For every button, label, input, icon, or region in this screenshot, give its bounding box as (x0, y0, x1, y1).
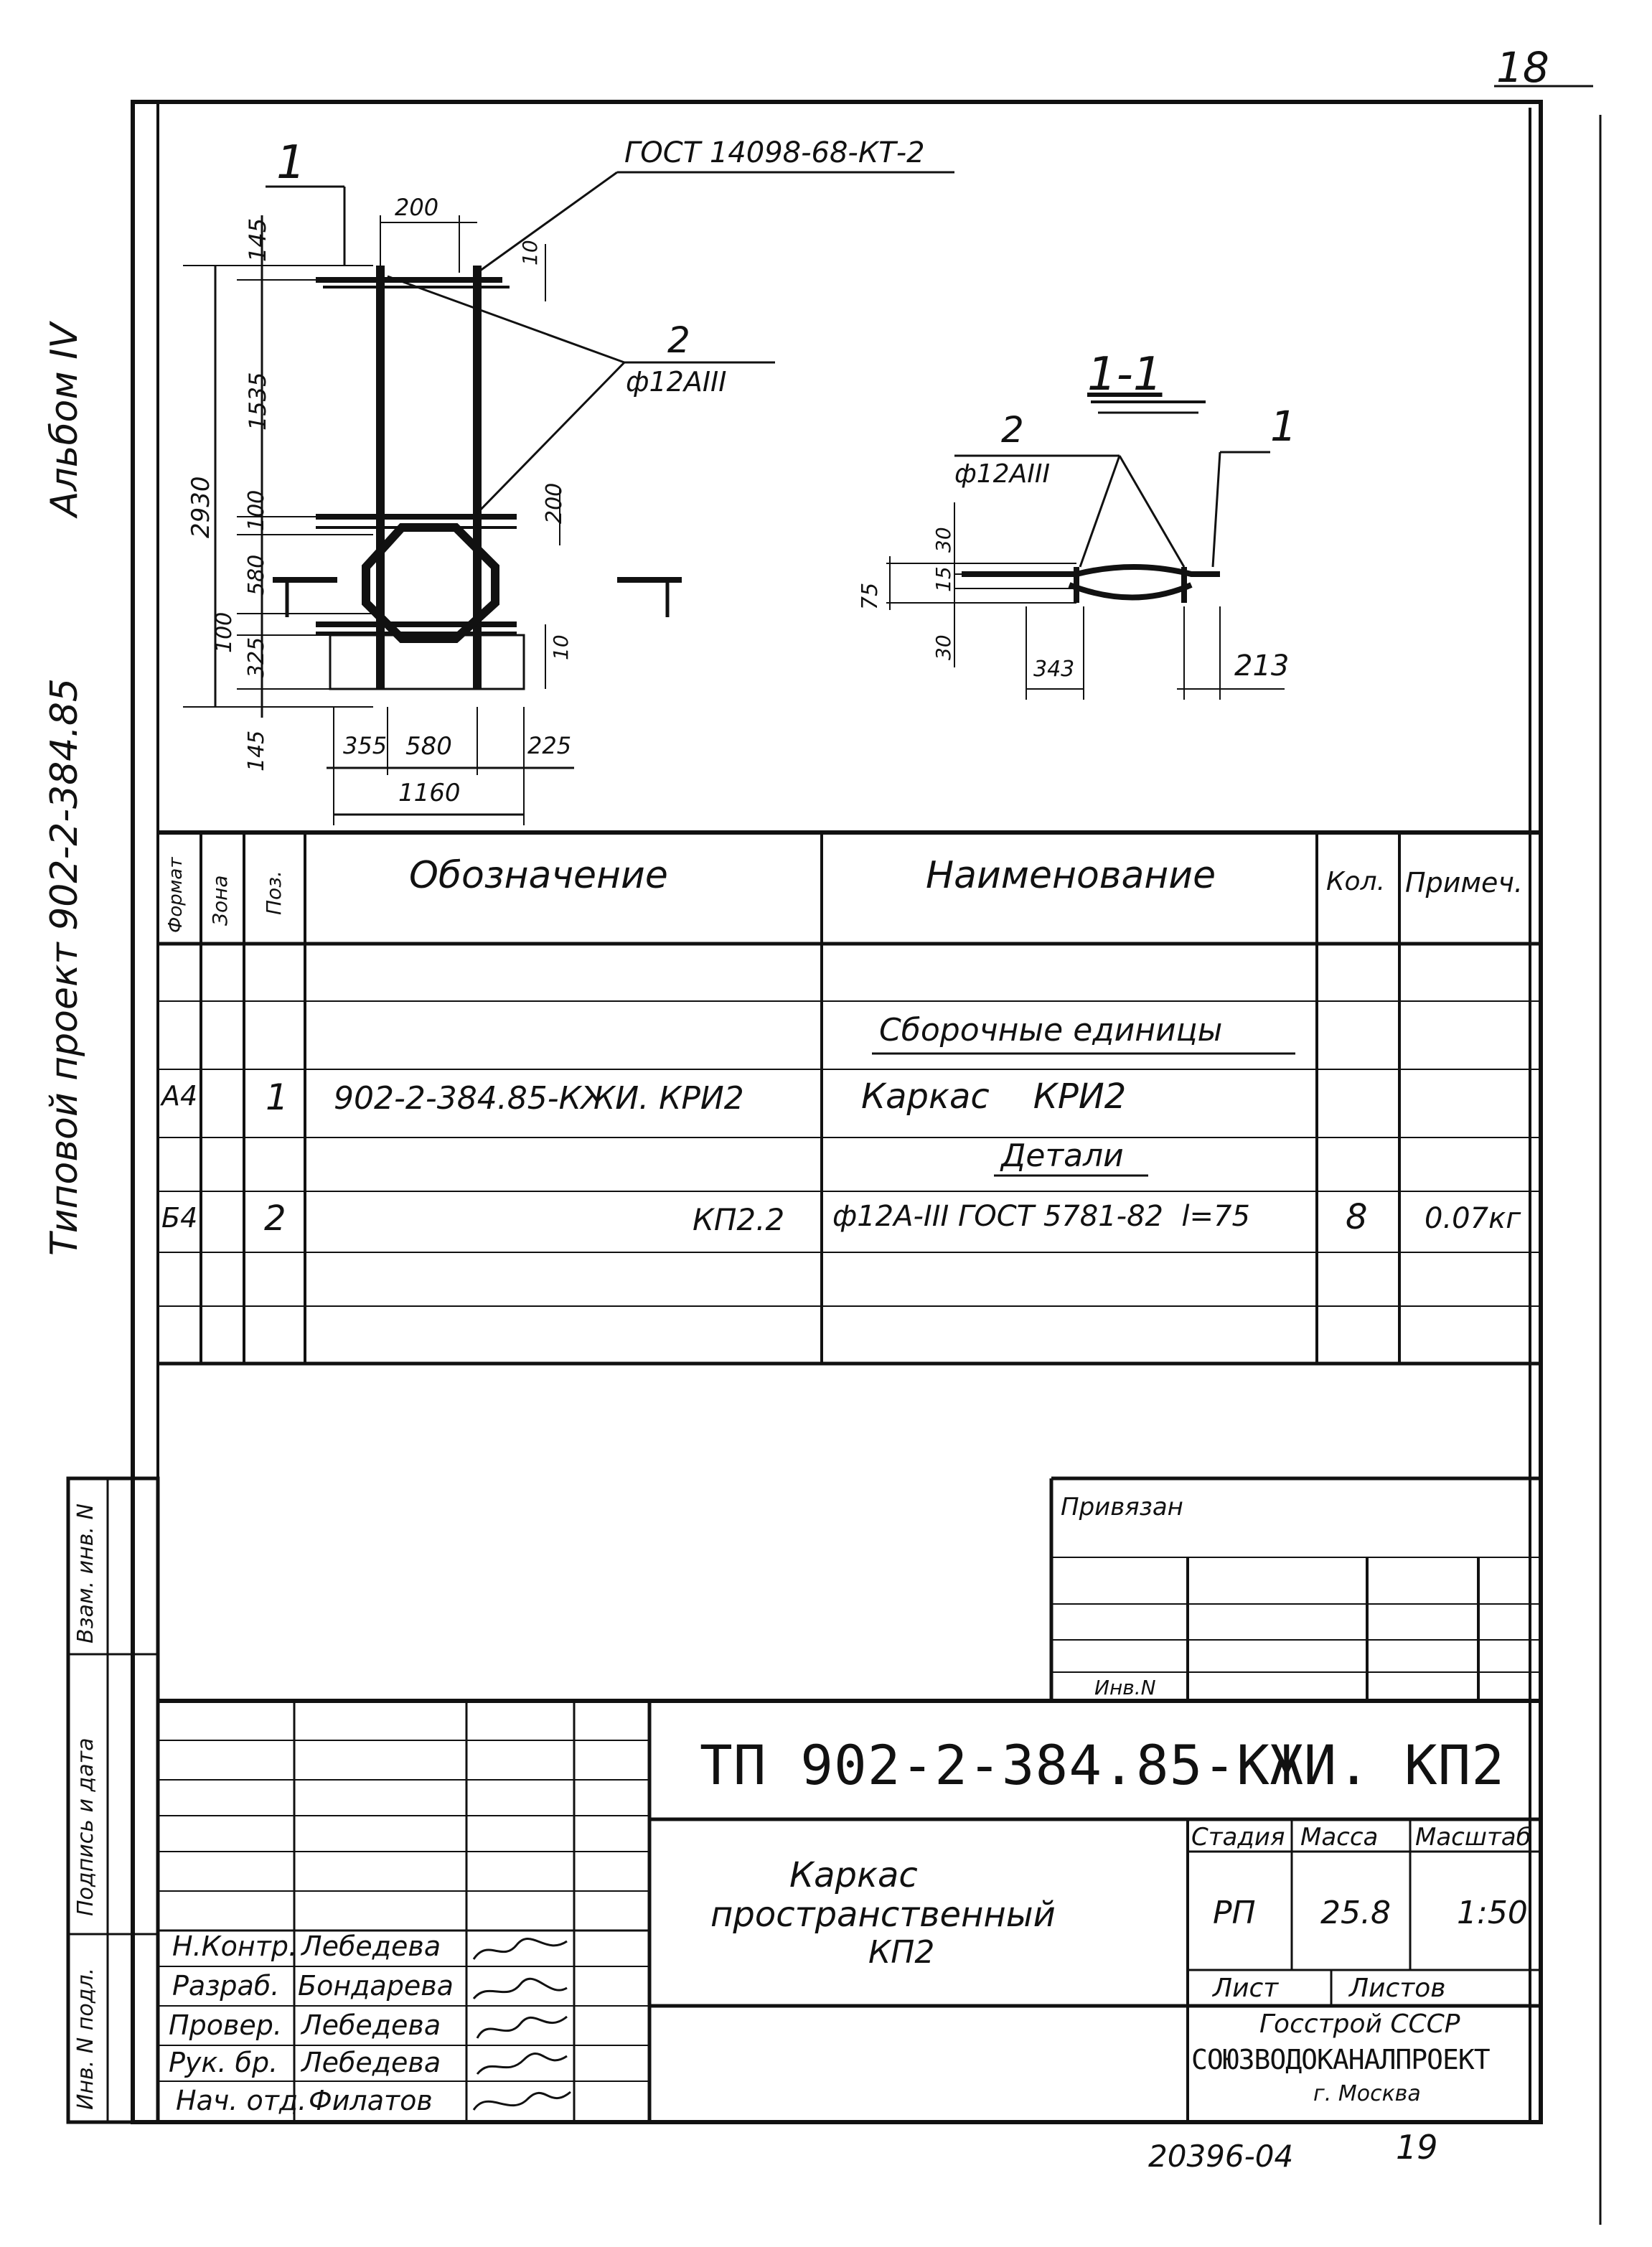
row1-name: Каркас КРИ2 (861, 1076, 1127, 1117)
side-inv-replace: Взам. инв. N (73, 1504, 98, 1643)
side-stamp-lines (66, 1476, 160, 2124)
mass-value: 25.8 (1320, 1895, 1391, 1931)
stage-value: РП (1213, 1895, 1256, 1931)
sec-dim-343: 343 (1033, 657, 1075, 682)
title-line3: КП2 (868, 1934, 935, 1971)
row2-name: ф12А-III ГОСТ 5781-82 l=75 (832, 1200, 1250, 1233)
th-note: Примеч. (1405, 867, 1523, 899)
sec-dim-15: 15 (931, 566, 955, 592)
page-number: 18 (1496, 43, 1549, 92)
bottom-sheet-number: 19 (1396, 2128, 1438, 2167)
bottom-archive-number: 20396-04 (1148, 2139, 1294, 2174)
album-label: Альбом IV (43, 322, 86, 517)
section-assemblies: Сборочные единицы (879, 1012, 1223, 1049)
spec-table-lines (158, 830, 1541, 1366)
th-pos: Поз. (262, 871, 286, 915)
sec-pos1-label: 1 (1270, 402, 1297, 451)
name-nkontr: Лебедева (301, 1931, 441, 1962)
name-nachotd: Филатов (309, 2085, 433, 2116)
dim-200-v: 200 (542, 482, 567, 524)
pos2-bar: ф12АIII (626, 366, 727, 398)
org-line2: СОЮЗВОДОКАНАЛПРОЕКТ (1191, 2044, 1491, 2075)
section-drawing (886, 400, 1285, 700)
mass-label: Масса (1300, 1823, 1379, 1852)
dim-325: 325 (244, 637, 269, 678)
pos2-label: 2 (667, 319, 690, 361)
section-title: 1-1 (1087, 348, 1163, 401)
th-format: Формат (165, 857, 187, 934)
binding-block-lines (1049, 1476, 1541, 1701)
dim-580-v: 580 (244, 554, 269, 596)
title-block-lines (158, 1699, 1541, 2122)
role-rukbr: Рук. бр. (169, 2047, 278, 2078)
th-name: Наименование (926, 854, 1216, 897)
row2-designation: КП2.2 (693, 1202, 785, 1237)
row2-note: 0.07кг (1425, 1202, 1521, 1235)
sec-pos2-label: 2 (1001, 409, 1024, 451)
sheets-label: Листов (1349, 1974, 1446, 2003)
name-razrab: Бондарева (298, 1970, 454, 2002)
sec-pos2-bar: ф12АIII (954, 459, 1051, 489)
role-nkontr: Н.Контр. (172, 1931, 298, 1962)
scale-label: Масштаб (1415, 1823, 1531, 1852)
sec-dim-213: 213 (1234, 649, 1290, 682)
sec-dim-30a: 30 (931, 527, 955, 553)
th-zone: Зона (208, 875, 232, 926)
sec-dim-30b: 30 (931, 634, 955, 660)
name-rukbr: Лебедева (301, 2047, 441, 2078)
sheet-label: Лист (1213, 1974, 1279, 2003)
row2-format: Б4 (161, 1202, 198, 1234)
dim-200-top: 200 (395, 194, 439, 221)
dim-1160: 1160 (398, 779, 461, 807)
project-label: Типовой проект 902-2-384.85 (43, 677, 86, 1256)
dim-580-h: 580 (405, 732, 452, 761)
scale-value: 1:50 (1457, 1895, 1528, 1931)
side-signature-date: Подпись и дата (73, 1737, 98, 1917)
signature-marks (472, 1938, 571, 2111)
row1-designation: 902-2-384.85-КЖИ. КРИ2 (334, 1080, 744, 1117)
title-line1: Каркас (789, 1855, 918, 1895)
dim-1535: 1535 (244, 372, 271, 431)
section-details: Детали (1001, 1137, 1124, 1174)
org-line3: г. Москва (1313, 2081, 1421, 2106)
gost-callout: ГОСТ 14098-68-КТ-2 (624, 136, 925, 169)
dim-2930: 2930 (187, 476, 215, 538)
binding-label: Привязан (1061, 1493, 1183, 1521)
row2-pos: 2 (264, 1198, 286, 1239)
role-razrab: Разраб. (172, 1970, 280, 2002)
dim-100-a: 100 (244, 489, 269, 531)
dim-355: 355 (343, 732, 388, 759)
th-designation: Обозначение (409, 854, 668, 897)
title-line2: пространственный (710, 1895, 1056, 1935)
name-prover: Лебедева (301, 2009, 441, 2041)
th-qty: Кол. (1326, 867, 1386, 896)
row1-pos: 1 (266, 1076, 288, 1118)
binding-inv: Инв.N (1094, 1676, 1156, 1699)
org-line1: Госстрой СССР (1259, 2009, 1460, 2039)
drawing-code: ТП 902-2-384.85-КЖИ. КП2 (700, 1733, 1506, 1797)
section-mark-label: 1 (276, 136, 306, 189)
role-nachotd: Нач. отд. (176, 2085, 307, 2116)
row1-format: А4 (161, 1080, 198, 1112)
role-prover: Провер. (169, 2009, 282, 2041)
dim-100-b: 100 (212, 611, 237, 653)
side-inv-original: Инв. N подл. (73, 1967, 98, 2110)
dim-10: 10 (518, 240, 542, 266)
sec-dim-75: 75 (858, 582, 883, 610)
dim-145-bot: 145 (244, 730, 269, 771)
row2-qty: 8 (1346, 1197, 1368, 1237)
dim-145-top: 145 (244, 217, 271, 262)
stage-label: Стадия (1191, 1823, 1285, 1852)
frame-drawing (183, 171, 954, 825)
dim-10-b: 10 (549, 634, 573, 660)
dim-225: 225 (527, 732, 572, 759)
